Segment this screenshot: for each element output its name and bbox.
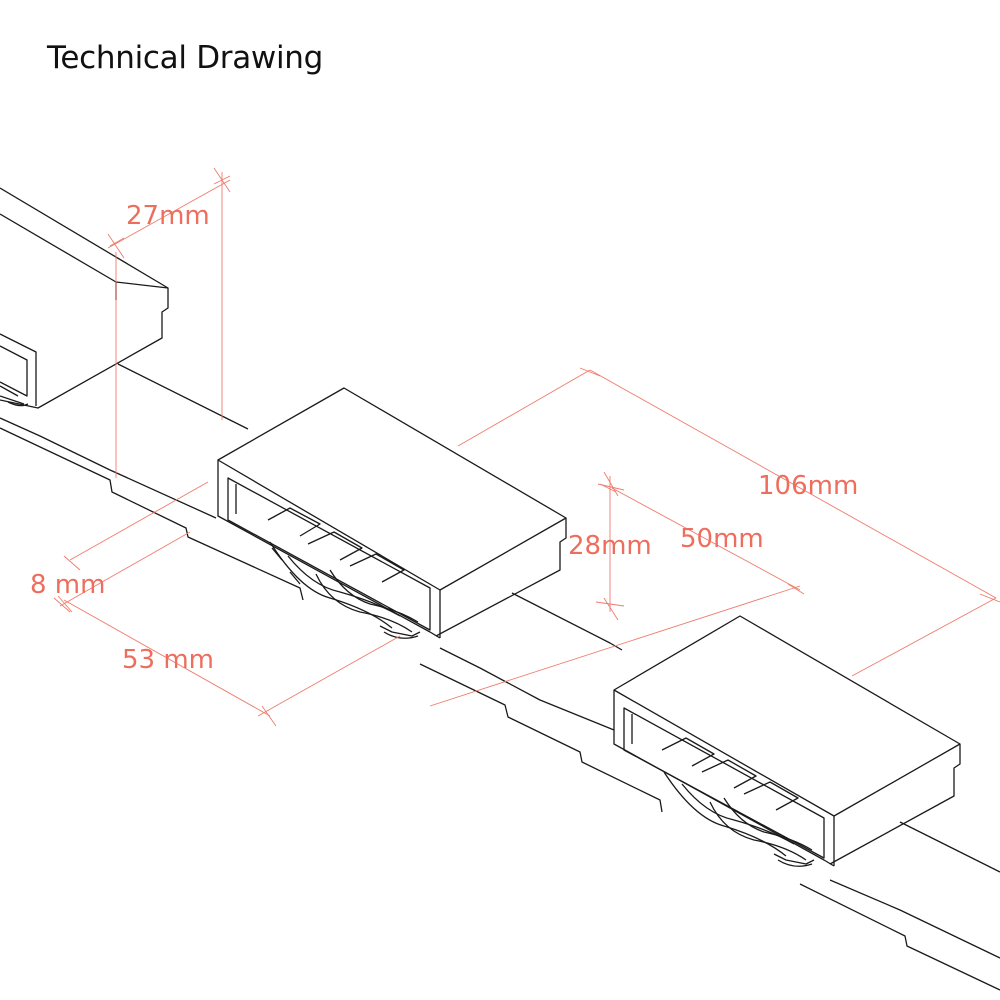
dim-label-spacing: 106mm	[758, 471, 858, 501]
page-title: Technical Drawing	[47, 40, 324, 76]
dim-label-depth: 50mm	[680, 524, 764, 554]
dimension-lines	[53, 167, 1000, 727]
dim-label-height-top: 27mm	[126, 201, 210, 231]
dim-label-width: 53 mm	[122, 645, 214, 675]
block-right	[613, 615, 961, 867]
dimension-labels: 27mm 8 mm 53 mm 28mm 50mm 106mm	[30, 201, 858, 675]
block-center	[217, 387, 567, 639]
dim-label-thickness: 8 mm	[30, 570, 105, 600]
rail-strip	[0, 363, 1000, 991]
dim-label-height: 28mm	[568, 531, 652, 561]
